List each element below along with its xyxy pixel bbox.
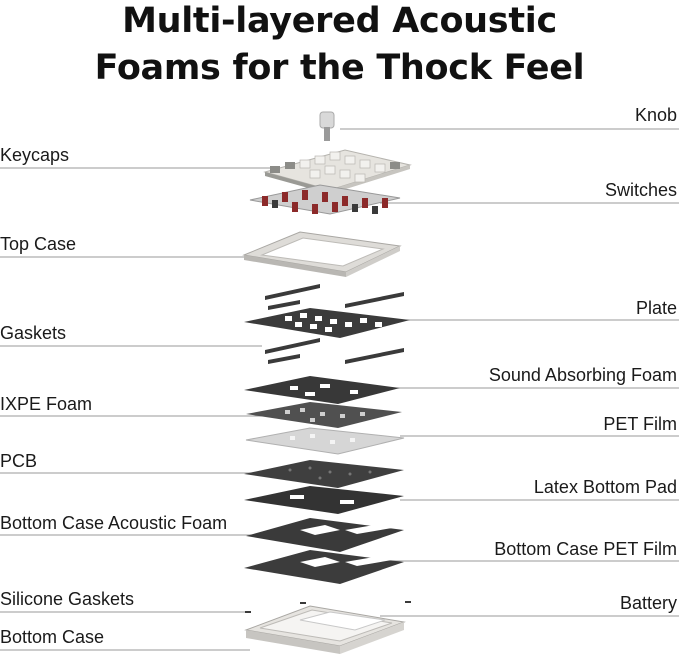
latex-bottom-pad-illustration	[244, 486, 404, 514]
label-knob: Knob	[634, 105, 677, 125]
top-case-illustration	[242, 231, 402, 277]
label-latex-bottom-pad: Latex Bottom Pad	[533, 477, 677, 497]
label-silicone-gaskets: Silicone Gaskets	[0, 589, 135, 609]
keycaps-illustration	[263, 149, 412, 194]
label-switches: Switches	[604, 180, 677, 200]
bottom-case-illustration	[244, 605, 406, 654]
label-keycaps: Keycaps	[0, 145, 70, 165]
bottom-case-pet-film-illustration	[244, 550, 404, 584]
label-top-case: Top Case	[0, 234, 77, 254]
sound-absorbing-foam-illustration	[244, 376, 400, 404]
label-bottom-case-acoustic-foam: Bottom Case Acoustic Foam	[0, 513, 228, 533]
label-ixpe-foam: IXPE Foam	[0, 394, 93, 414]
ixpe-foam-illustration	[246, 402, 402, 428]
pcb-illustration	[244, 460, 404, 488]
label-sound-absorbing-foam: Sound Absorbing Foam	[488, 365, 677, 385]
label-pet-film: PET Film	[603, 414, 677, 434]
label-bottom-case-pet-film: Bottom Case PET Film	[494, 539, 677, 559]
switches-illustration	[249, 184, 401, 215]
silicone-gaskets-illustration	[245, 601, 411, 613]
pet-film-illustration	[245, 427, 405, 455]
leader-lines	[0, 128, 679, 651]
label-battery: Battery	[619, 593, 677, 613]
page-title-line-2: Foams for the Thock Feel	[94, 48, 585, 88]
knob-illustration	[319, 111, 335, 141]
page-title-line-1: Multi-layered Acoustic	[122, 1, 557, 41]
label-bottom-case: Bottom Case	[0, 627, 105, 647]
label-plate: Plate	[635, 298, 677, 318]
plate-illustration	[244, 308, 410, 338]
gasket-strips	[265, 284, 404, 364]
label-gaskets: Gaskets	[0, 323, 67, 343]
battery-illustration	[299, 611, 386, 631]
label-pcb: PCB	[0, 451, 38, 471]
bottom-case-acoustic-foam-illustration	[246, 518, 404, 552]
